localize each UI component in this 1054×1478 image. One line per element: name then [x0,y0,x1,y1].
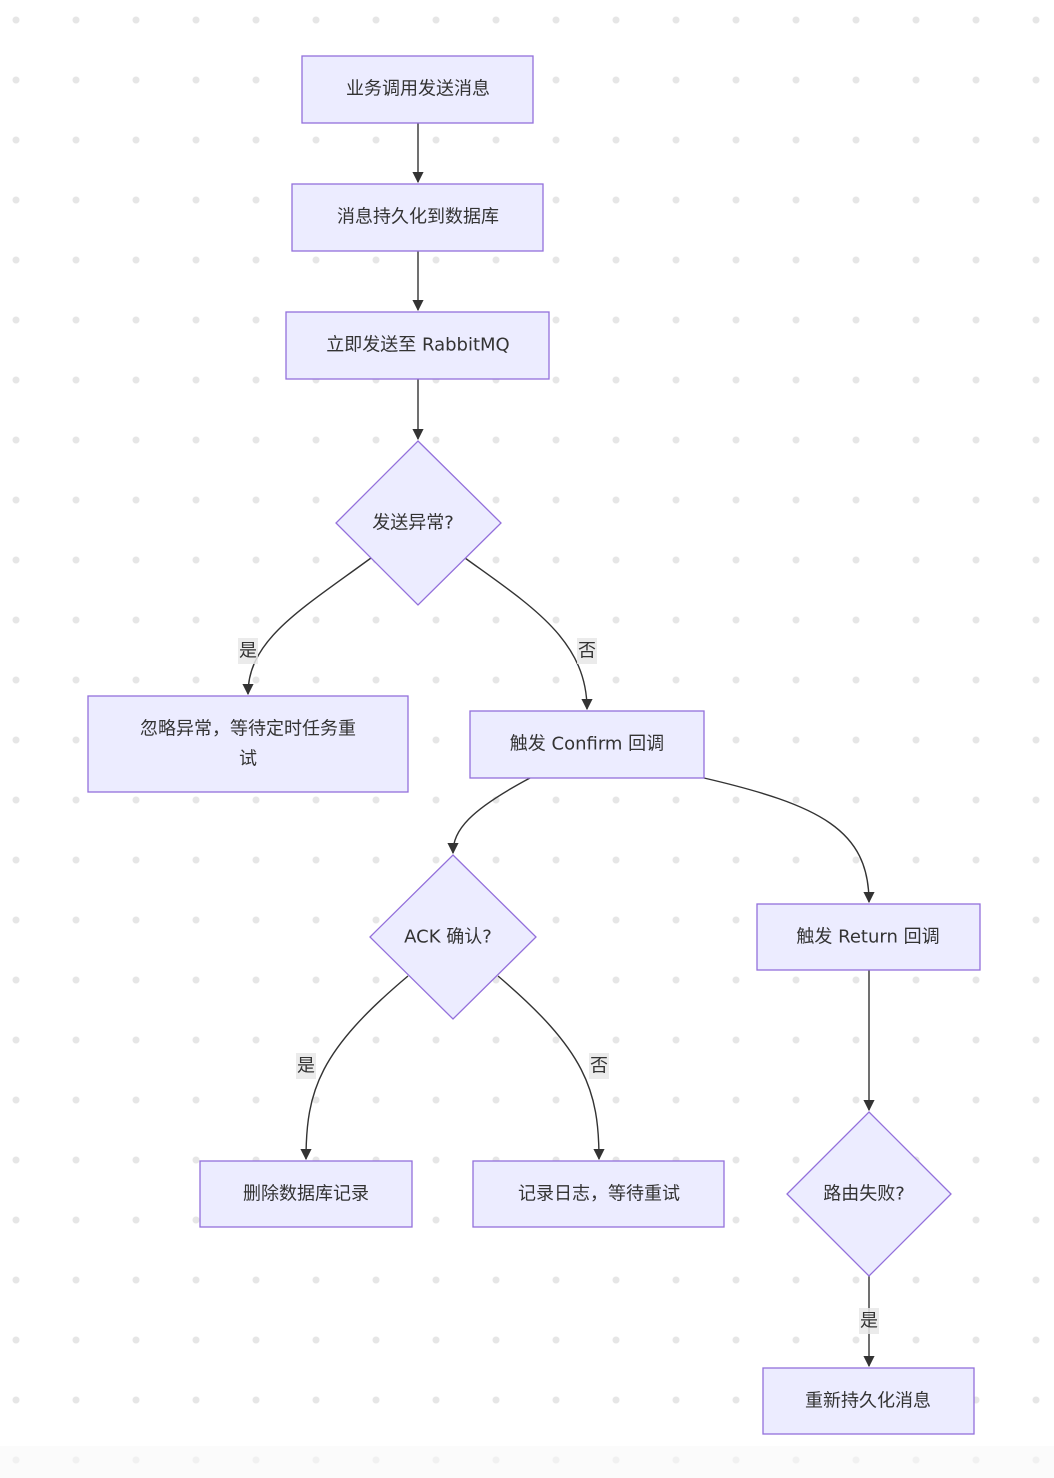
svg-text:业务调用发送消息: 业务调用发送消息 [346,79,490,100]
decision-route-fail[interactable]: 路由失败? [786,1111,952,1277]
node-send-message[interactable]: 业务调用发送消息 [301,55,534,124]
edge-send-error-to-confirm [464,557,593,711]
svg-text:是: 是 [860,1311,878,1332]
svg-text:是: 是 [239,641,257,662]
svg-text:否: 否 [590,1056,608,1077]
svg-text:删除数据库记录: 删除数据库记录 [243,1184,369,1205]
node-delete-db-record[interactable]: 删除数据库记录 [199,1160,413,1228]
edge-label-no-2: 否 [589,1053,609,1079]
svg-text:立即发送至 RabbitMQ: 立即发送至 RabbitMQ [326,335,509,356]
decision-send-error[interactable]: 发送异常? [335,440,502,606]
svg-text:触发 Return 回调: 触发 Return 回调 [796,927,939,948]
edge-label-no-1: 否 [577,638,597,664]
node-confirm-callback[interactable]: 触发 Confirm 回调 [469,710,705,779]
svg-text:路由失败?: 路由失败? [823,1184,905,1205]
svg-text:记录日志，等待重试: 记录日志，等待重试 [518,1184,680,1205]
svg-text:重新持久化消息: 重新持久化消息 [805,1391,931,1412]
edge-confirm-to-return [703,777,875,904]
edge-label-yes-2: 是 [296,1053,316,1079]
svg-text:忽略异常，等待定时任务重: 忽略异常，等待定时任务重 [140,719,356,740]
canvas-bottom-band [0,1446,1054,1478]
edge-ack-to-delete [300,975,409,1161]
svg-text:发送异常?: 发送异常? [372,513,454,534]
node-repersist-message[interactable]: 重新持久化消息 [762,1367,975,1435]
node-persist-to-db[interactable]: 消息持久化到数据库 [291,183,544,252]
edge-send-error-to-ignore [242,557,372,696]
node-ignore-exception[interactable]: 忽略异常，等待定时任务重 试 [87,695,409,793]
edge-label-yes-3: 是 [859,1308,879,1334]
svg-text:ACK 确认?: ACK 确认? [404,927,492,948]
node-publish-rabbitmq[interactable]: 立即发送至 RabbitMQ [285,311,550,380]
node-log-and-retry[interactable]: 记录日志，等待重试 [472,1160,725,1228]
node-return-callback[interactable]: 触发 Return 回调 [756,903,981,971]
edge-label-yes-1: 是 [238,638,258,664]
svg-text:消息持久化到数据库: 消息持久化到数据库 [337,207,499,228]
svg-text:否: 否 [578,641,596,662]
svg-text:是: 是 [297,1056,315,1077]
svg-text:触发 Confirm 回调: 触发 Confirm 回调 [510,734,664,755]
svg-text:试: 试 [239,749,257,770]
decision-ack[interactable]: ACK 确认? [369,854,537,1020]
edge-ack-to-log [497,975,605,1161]
edge-confirm-to-ack [447,777,531,855]
